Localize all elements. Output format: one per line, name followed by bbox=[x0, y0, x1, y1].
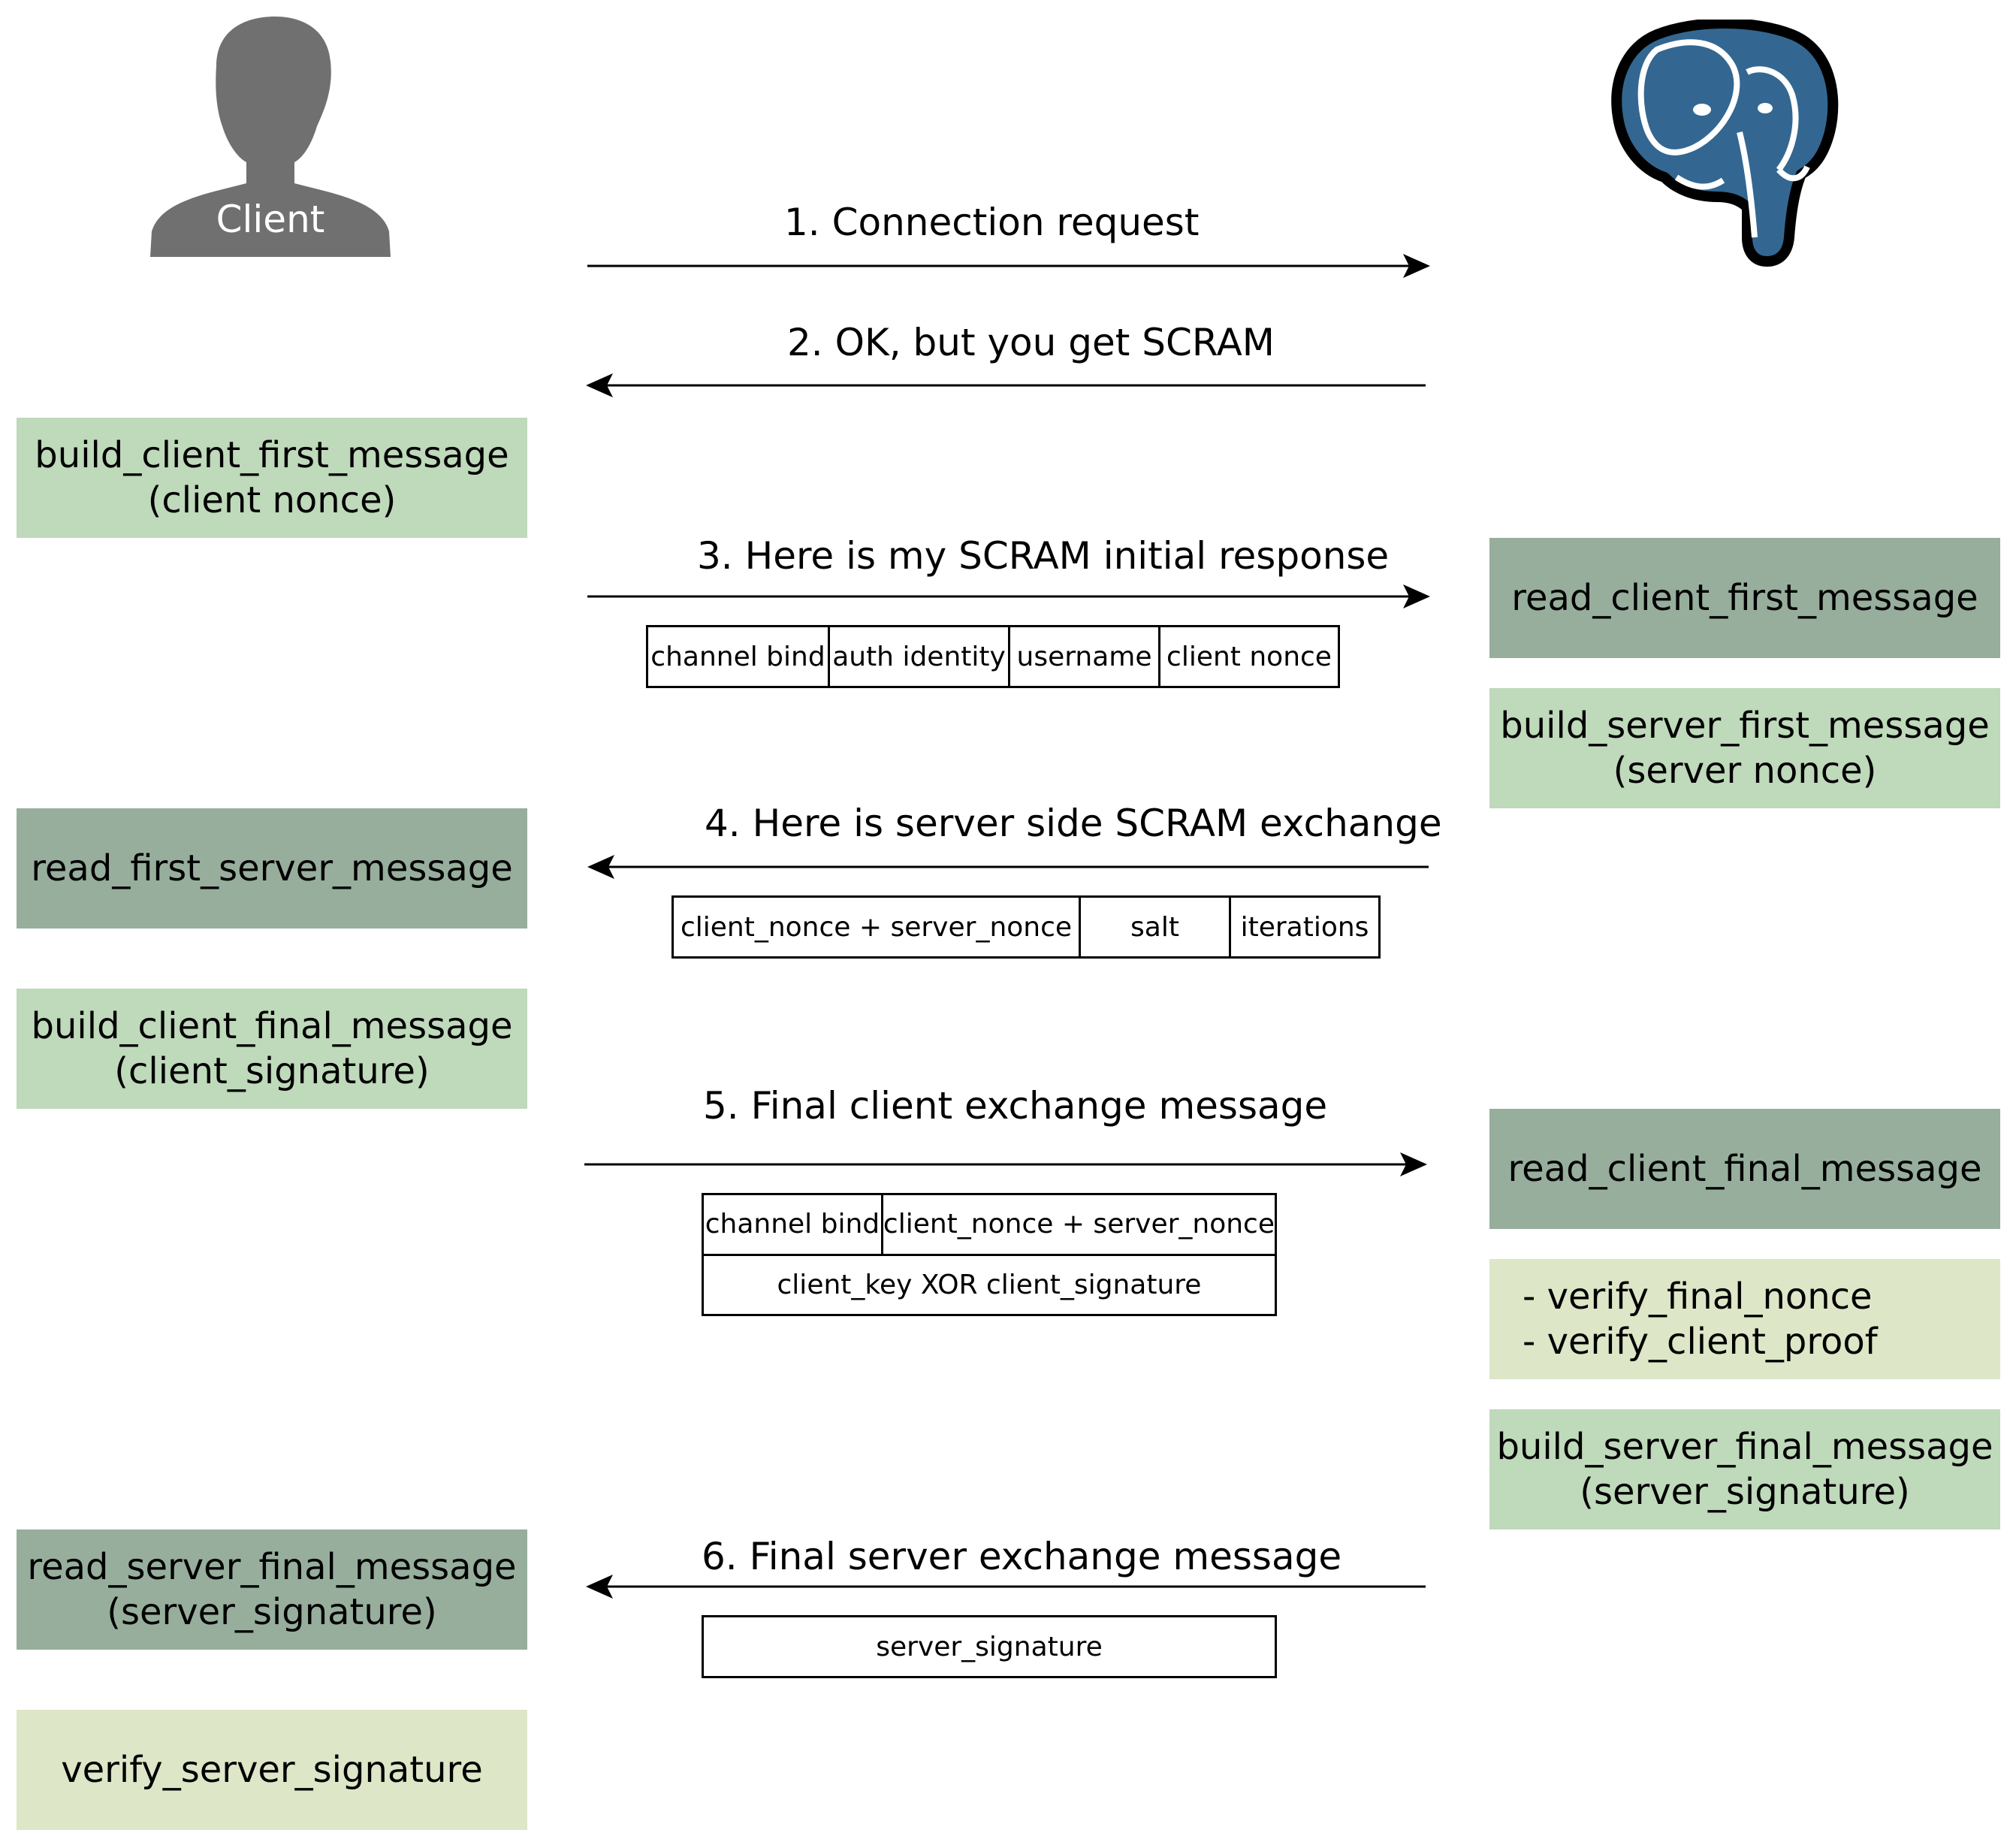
verify-server-signature: verify_server_signature bbox=[17, 1710, 527, 1830]
read-client-final-message: read_client_final_message bbox=[1489, 1109, 2000, 1229]
message-1-label: 1. Connection request bbox=[784, 201, 1200, 244]
arrow-4-head bbox=[587, 855, 614, 879]
client-label: Client bbox=[216, 198, 325, 241]
arrow-2-head bbox=[586, 373, 613, 397]
message-6-label: 6. Final server exchange message bbox=[702, 1535, 1342, 1578]
read-server-final-message: read_server_final_message (server_signat… bbox=[17, 1529, 527, 1650]
packet-field: auth identity bbox=[830, 627, 1010, 686]
arrow-1-head bbox=[1403, 254, 1430, 278]
build-client-final-message: build_client_final_message (client_signa… bbox=[17, 989, 527, 1109]
arrow-3-head bbox=[1403, 584, 1430, 608]
packet-field: salt bbox=[1081, 898, 1231, 956]
packet-initial-response: channel bind auth identity username clie… bbox=[646, 625, 1340, 688]
message-4-label: 4. Here is server side SCRAM exchange bbox=[705, 802, 1442, 845]
packet-field: client nonce bbox=[1166, 641, 1332, 672]
message-5-label: 5. Final client exchange message bbox=[703, 1084, 1328, 1128]
client-icon bbox=[147, 14, 394, 257]
message-3-label: 3. Here is my SCRAM initial response bbox=[697, 534, 1390, 578]
read-first-server-message: read_first_server_message bbox=[17, 808, 527, 929]
packet-field: channel bind bbox=[648, 627, 830, 686]
arrow-5-head bbox=[1400, 1152, 1427, 1176]
packet-server-exchange: client_nonce + server_nonce salt iterati… bbox=[671, 895, 1381, 959]
packet-field: channel bind bbox=[704, 1195, 883, 1254]
packet-field: server_signature bbox=[876, 1631, 1103, 1662]
postgresql-elephant-icon bbox=[1604, 18, 1845, 267]
packet-field: client_nonce + server_nonce bbox=[883, 1209, 1275, 1240]
read-client-first-message: read_client_first_message bbox=[1489, 538, 2000, 658]
packet-field: client_nonce + server_nonce bbox=[674, 898, 1081, 956]
build-client-first-message: build_client_first_message (client nonce… bbox=[17, 418, 527, 538]
packet-field: username bbox=[1010, 627, 1160, 686]
build-server-final-message: build_server_final_message (server_signa… bbox=[1489, 1409, 2000, 1529]
packet-field: client_key XOR client_signature bbox=[777, 1269, 1202, 1300]
packet-server-final: server_signature bbox=[702, 1615, 1277, 1678]
user-silhouette-icon bbox=[150, 17, 391, 257]
message-2-label: 2. OK, but you get SCRAM bbox=[787, 321, 1275, 364]
build-server-first-message: build_server_first_message (server nonce… bbox=[1489, 688, 2000, 808]
packet-client-final: channel bind client_nonce + server_nonce… bbox=[702, 1193, 1277, 1316]
verify-steps: - verify_final_nonce - verify_client_pro… bbox=[1489, 1259, 2000, 1379]
packet-field: iterations bbox=[1240, 911, 1369, 943]
arrow-6-head bbox=[586, 1575, 613, 1599]
